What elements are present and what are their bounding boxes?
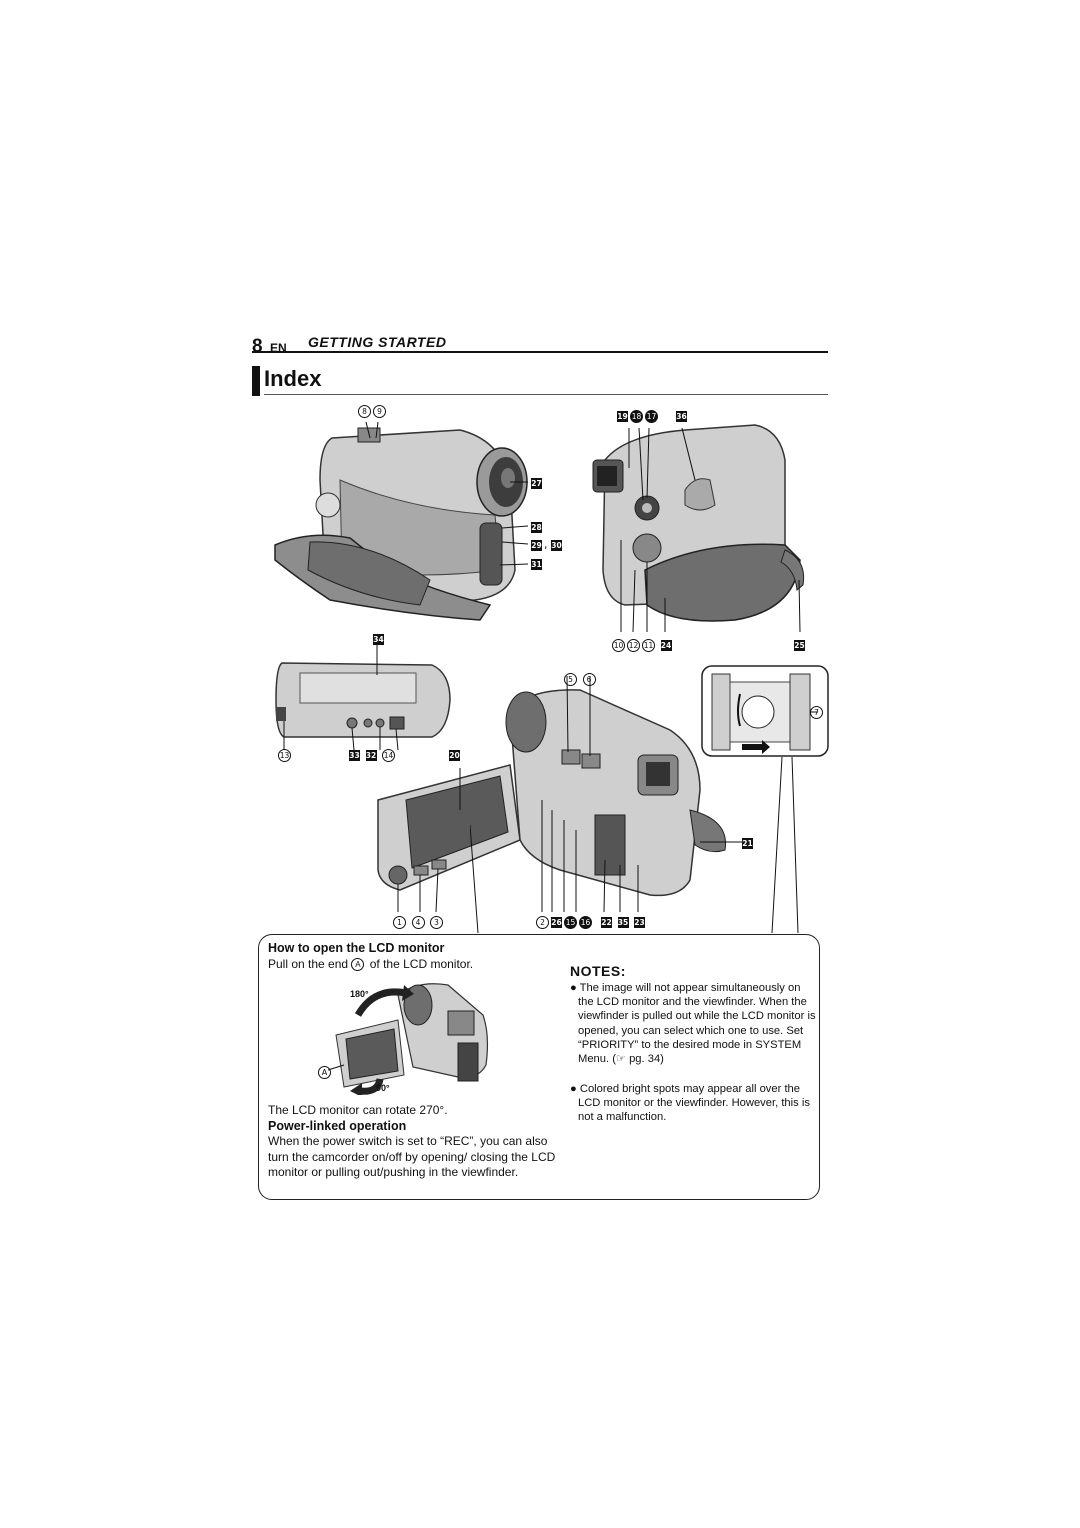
callout-27: 27 bbox=[531, 476, 544, 489]
section-title: GETTING STARTED bbox=[308, 334, 447, 350]
marker-a: A bbox=[351, 958, 365, 972]
callout-2-label: 2 bbox=[536, 915, 549, 929]
callout-26-label: 26 bbox=[551, 916, 562, 928]
angle-180-label: 180° bbox=[350, 989, 369, 999]
callout-20: 20 bbox=[449, 748, 462, 761]
callout-8-label: 8 bbox=[358, 404, 371, 418]
callout-5-6: 5 6 bbox=[564, 672, 598, 686]
callout-18-label: 18 bbox=[630, 409, 643, 423]
page-number: 8 bbox=[252, 336, 263, 357]
how-to-open-text-post: of the LCD monitor. bbox=[369, 957, 474, 971]
callout-28-label: 28 bbox=[531, 521, 542, 533]
callout-6-label: 6 bbox=[582, 672, 596, 686]
callout-29-30: 29, 30 bbox=[531, 538, 564, 551]
callout-25: 25 bbox=[794, 638, 807, 651]
callout-1-label: 1 bbox=[393, 915, 406, 929]
power-linked-text: When the power switch is set to “REC”, y… bbox=[268, 1134, 556, 1179]
callout-7: 7 bbox=[810, 705, 825, 719]
camcorder-front-illustration bbox=[274, 421, 529, 621]
callout-22-label: 22 bbox=[601, 916, 612, 928]
callout-28: 28 bbox=[531, 520, 544, 533]
callout-27-label: 27 bbox=[531, 477, 542, 489]
how-to-open-text-pre: Pull on the end bbox=[268, 957, 349, 971]
callout-1-4-3: 1 4 3 bbox=[393, 915, 445, 929]
callout-25-label: 25 bbox=[794, 639, 805, 651]
callout-21: 21 bbox=[742, 836, 755, 849]
callout-34: 34 bbox=[373, 632, 386, 645]
callout-33-label: 33 bbox=[349, 749, 360, 761]
callout-separator: , bbox=[544, 538, 548, 551]
note-item: ● Colored bright spots may appear all ov… bbox=[570, 1083, 810, 1124]
callout-20-label: 20 bbox=[449, 749, 460, 761]
callout-31-label: 31 bbox=[531, 558, 542, 570]
header-rule bbox=[252, 351, 828, 353]
callout-23-label: 23 bbox=[634, 916, 645, 928]
callout-35-label: 35 bbox=[617, 916, 629, 928]
callout-10-label: 10 bbox=[612, 638, 625, 652]
power-linked-title: Power-linked operation bbox=[268, 1119, 407, 1133]
title-rule bbox=[264, 394, 828, 395]
callout-13-label: 13 bbox=[278, 748, 291, 762]
callout-36-label: 36 bbox=[676, 410, 687, 422]
callout-21-label: 21 bbox=[742, 837, 753, 849]
callout-9-label: 9 bbox=[373, 404, 386, 418]
callout-36: 36 bbox=[676, 409, 689, 422]
callout-5-label: 5 bbox=[564, 672, 577, 686]
marker-a-figure-label: A bbox=[318, 1065, 331, 1079]
callout-3-label: 3 bbox=[430, 915, 443, 929]
callout-22-35-23: 22 35 23 bbox=[601, 915, 647, 928]
callout-32-label: 32 bbox=[365, 749, 377, 761]
index-marker-bar bbox=[252, 366, 260, 396]
callout-11-label: 11 bbox=[642, 638, 655, 652]
camcorder-lcd-open-illustration bbox=[377, 675, 742, 913]
inset-connector-lines bbox=[470, 756, 799, 934]
callout-7-label: 7 bbox=[810, 705, 823, 719]
rotate-text: The LCD monitor can rotate 270°. bbox=[268, 1103, 448, 1117]
camcorder-bottom-illustration bbox=[275, 645, 451, 750]
callout-17-label: 17 bbox=[645, 409, 658, 423]
page-title: Index bbox=[264, 366, 322, 391]
callout-19-label: 19 bbox=[617, 410, 628, 422]
callout-14-label: 14 bbox=[382, 748, 395, 762]
camcorder-rear-illustration bbox=[592, 424, 805, 633]
callout-29-label: 29 bbox=[531, 539, 542, 551]
callout-13: 13 bbox=[278, 748, 293, 762]
callout-33-32-14: 33 32 14 bbox=[349, 748, 397, 762]
angle-90-label: 90° bbox=[376, 1083, 390, 1093]
callout-24-label: 24 bbox=[660, 639, 672, 651]
lcd-rotation-illustration bbox=[327, 983, 489, 1095]
callout-34-label: 34 bbox=[373, 633, 384, 645]
notes-title: NOTES: bbox=[570, 963, 626, 979]
callout-15-label: 15 bbox=[564, 915, 577, 929]
how-to-open-title: How to open the LCD monitor bbox=[268, 941, 445, 955]
note-item: ● The image will not appear simultaneous… bbox=[570, 982, 816, 1066]
callout-31: 31 bbox=[531, 557, 544, 570]
callout-30-label: 30 bbox=[551, 539, 562, 551]
callout-12-label: 12 bbox=[627, 638, 640, 652]
callout-16-label: 16 bbox=[579, 915, 592, 929]
callout-4-label: 4 bbox=[411, 915, 425, 929]
marker-a-figure: A bbox=[318, 1065, 333, 1079]
how-to-open-text: Pull on the end A of the LCD monitor. bbox=[268, 957, 474, 972]
